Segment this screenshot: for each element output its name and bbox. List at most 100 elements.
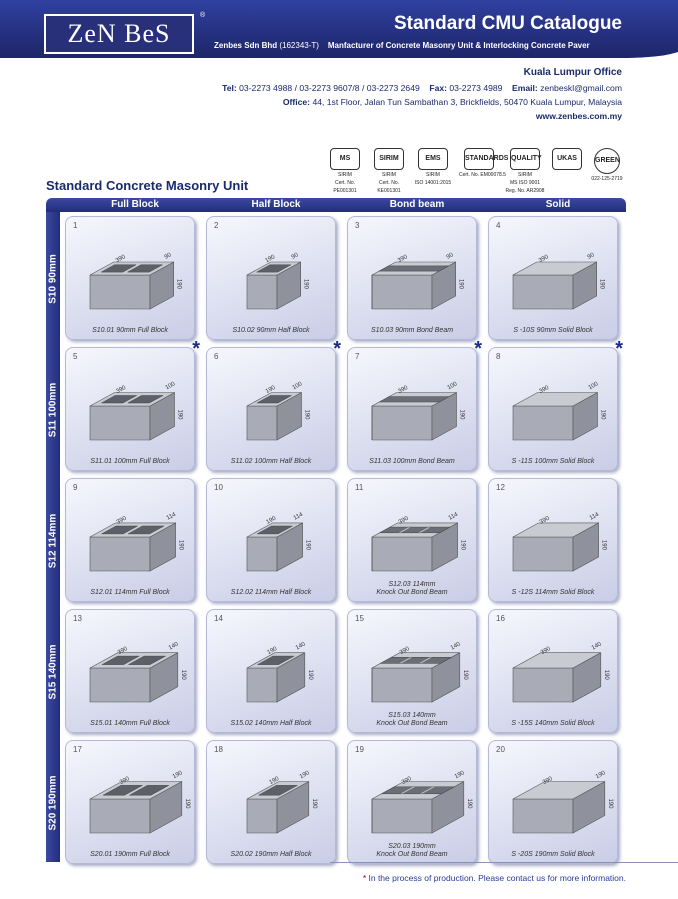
tel-value: 03-2273 4988 / 03-2273 9607/8 / 03-2273 … xyxy=(239,83,420,93)
block-front-face xyxy=(89,536,151,572)
product-caption: S15.01 140mm Full Block xyxy=(90,720,170,727)
product-number: 15 xyxy=(355,614,364,623)
product-caption: S10.01 90mm Full Block xyxy=(92,327,168,334)
page-title: Standard CMU Catalogue xyxy=(393,13,622,34)
product-caption-line: S15.03 140mm xyxy=(388,712,436,719)
block-core-hole xyxy=(101,264,137,273)
block-top-face xyxy=(512,522,599,538)
dimension-height-label: 190 xyxy=(180,670,186,681)
product-caption: S11.02 100mm Half Block xyxy=(230,458,312,465)
dimension-depth-label: 100 xyxy=(165,381,177,391)
dimension-depth-label: 190 xyxy=(299,770,311,780)
dimension-length-label: 190 xyxy=(265,385,277,395)
product-number: 9 xyxy=(73,483,78,492)
product-caption: S10.02 90mm Half Block xyxy=(232,327,310,334)
dimension-depth-label: 190 xyxy=(172,770,184,780)
block-core-hole xyxy=(128,655,166,665)
in-production-asterisk: * xyxy=(474,338,482,360)
product-caption: S -12S 114mm Solid Block xyxy=(511,589,595,596)
product-caption: S11.03 100mm Bond Beam xyxy=(369,458,455,465)
dimension-length-label: 390 xyxy=(540,646,552,656)
block-core-hole xyxy=(101,395,137,404)
dimension-depth-label: 90 xyxy=(291,252,300,261)
dimension-height-label: 190 xyxy=(459,410,465,421)
dimension-length-label: 390 xyxy=(115,385,127,395)
cert-caption: MS ISO 9001 xyxy=(509,180,540,186)
column-header-bar xyxy=(46,198,626,212)
dimension-length-label: 390 xyxy=(119,776,131,786)
product-number: 10 xyxy=(214,483,223,492)
dimension-depth-label: 114 xyxy=(293,512,305,522)
cert-caption: Cert. No. xyxy=(334,180,355,186)
dimension-depth-label: 100 xyxy=(447,381,459,391)
block-channel xyxy=(379,396,450,403)
email-link[interactable]: zenbeskl@gmail.com xyxy=(540,83,622,93)
block-front-face xyxy=(512,274,574,310)
product-number: 12 xyxy=(496,483,505,492)
block-front-face xyxy=(512,536,574,572)
block-core-hole xyxy=(256,525,293,535)
page-header: ZeN BeS ® Standard CMU Catalogue Zenbes … xyxy=(0,0,678,62)
row-label-text: S11 100mm xyxy=(47,382,59,438)
cert-caption: PE001301 xyxy=(333,188,357,194)
email-label: Email: xyxy=(512,83,538,93)
cert-caption: SIRIM xyxy=(382,172,396,178)
dimension-depth-label: 140 xyxy=(168,641,180,651)
product-number: 6 xyxy=(214,352,219,361)
dimension-height-label: 190 xyxy=(600,410,606,421)
row-label: S20 190mm xyxy=(46,738,60,868)
block-top-face xyxy=(512,781,605,800)
block-front-face xyxy=(371,667,433,703)
block-core-hole xyxy=(127,264,163,273)
block-front-face xyxy=(246,667,278,703)
product-caption: S -10S 90mm Solid Block xyxy=(513,327,593,334)
block-front-face xyxy=(512,798,574,834)
product-number: 16 xyxy=(496,614,505,623)
product-caption: S20.02 190mm Half Block xyxy=(230,851,312,858)
product-caption-line: S12.03 114mm xyxy=(388,581,436,588)
block-core-hole xyxy=(127,395,164,404)
cert-badge: SIRIM xyxy=(374,148,404,170)
dimension-height-label: 190 xyxy=(176,279,182,290)
block-knockout-web xyxy=(396,526,413,533)
block-knockout-web xyxy=(398,657,414,664)
cert-caption: 022-125-2719 xyxy=(591,176,623,182)
fax-value: 03-2273 4989 xyxy=(449,83,503,93)
in-production-asterisk: * xyxy=(333,338,341,360)
block-front-face xyxy=(246,536,278,572)
dimension-height-label: 190 xyxy=(466,799,472,810)
dimension-height-label: 190 xyxy=(178,540,184,551)
company-name: Zenbes Sdn Bhd xyxy=(214,41,278,50)
row-label-text: S10 90mm xyxy=(47,254,59,304)
dimension-length-label: 390 xyxy=(401,776,413,786)
product-number: 3 xyxy=(355,221,360,230)
website-link[interactable]: www.zenbes.com.my xyxy=(535,111,622,121)
cert-caption: SIRIM xyxy=(338,172,352,178)
product-number: 20 xyxy=(496,745,505,754)
